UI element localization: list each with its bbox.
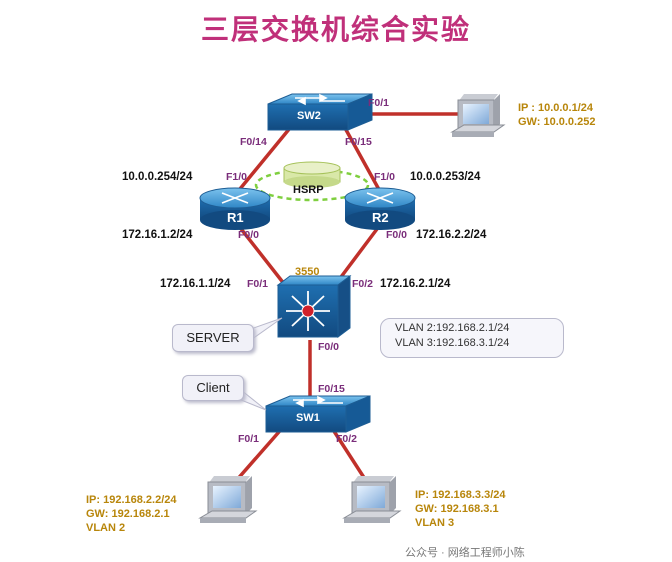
pc-top-ip: IP : 10.0.0.1/24 [518, 102, 594, 114]
device-label-r1: R1 [227, 210, 244, 225]
device-label-sw2: SW2 [297, 110, 321, 122]
pc-left-vlan: VLAN 2 [86, 522, 126, 534]
port-sw1-f02: F0/2 [336, 433, 358, 445]
port-r1-f10: F1/0 [226, 171, 248, 183]
multilayer-switch-3550-icon [276, 275, 352, 338]
port-sw1-f01: F0/1 [238, 433, 260, 445]
port-r2-f00: F0/0 [386, 229, 408, 241]
server-callout: SERVER [172, 324, 254, 352]
switch-sw2-icon [267, 93, 373, 131]
addr-core-f01: 172.16.1.1/24 [160, 278, 231, 290]
addr-r1-f10: 10.0.0.254/24 [122, 171, 193, 183]
port-r1-f00: F0/0 [238, 229, 260, 241]
addr-r1-f00: 172.16.1.2/24 [122, 229, 193, 241]
port-sw2-f015: F0/15 [345, 136, 372, 148]
addr-core-f02: 172.16.2.1/24 [380, 278, 451, 290]
port-core-f01: F0/1 [247, 278, 269, 290]
watermark: 公众号 · 网络工程师小陈 [405, 547, 525, 559]
router-r2-icon [344, 187, 416, 230]
port-sw2-f014: F0/14 [240, 136, 267, 148]
pc-left-gw: GW: 192.168.2.1 [86, 508, 170, 520]
addr-r2-f00: 172.16.2.2/24 [416, 229, 487, 241]
device-label-sw1: SW1 [296, 412, 320, 424]
vlan-info-line2: VLAN 3:192.168.3.1/24 [395, 337, 510, 349]
client-callout: Client [182, 375, 244, 401]
addr-r2-f10: 10.0.0.253/24 [410, 171, 481, 183]
port-sw1-f015: F0/15 [318, 383, 345, 395]
port-r2-f10: F1/0 [374, 171, 396, 183]
vlan-info-line1: VLAN 2:192.168.2.1/24 [395, 322, 510, 334]
pc-left-icon [198, 476, 258, 523]
pc-right-vlan: VLAN 3 [415, 517, 455, 529]
port-sw2-f01: F0/1 [368, 97, 390, 109]
link-sw2-r2 [343, 127, 384, 196]
pc-top-icon [450, 94, 506, 137]
device-label-hsrp: HSRP [293, 184, 324, 196]
link-sw2-r1 [233, 126, 292, 197]
pc-right-ip: IP: 192.168.3.3/24 [415, 489, 506, 501]
pc-left-ip: IP: 192.168.2.2/24 [86, 494, 177, 506]
link-r1-core [236, 223, 287, 287]
switch-sw1-icon [265, 395, 371, 433]
vlan-info-box: VLAN 2:192.168.2.1/24 VLAN 3:192.168.3.1… [380, 318, 564, 358]
hsrp-virtual-router-icon [283, 161, 341, 188]
pc-left-info: IP: 192.168.2.2/24 GW: 192.168.2.1 VLAN … [86, 493, 177, 535]
diagram-title: 三层交换机综合实验 [200, 13, 471, 46]
pc-top-gw: GW: 10.0.0.252 [518, 116, 596, 128]
device-label-3550: 3550 [295, 266, 320, 278]
link-r2-core [333, 223, 382, 287]
device-label-r2: R2 [372, 210, 389, 225]
pc-right-icon [342, 476, 402, 523]
pc-right-info: IP: 192.168.3.3/24 GW: 192.168.3.1 VLAN … [415, 488, 506, 530]
pc-right-gw: GW: 192.168.3.1 [415, 503, 499, 515]
port-core-f02: F0/2 [352, 278, 374, 290]
port-core-f00: F0/0 [318, 341, 340, 353]
pc-top-info: IP : 10.0.0.1/24 GW: 10.0.0.252 [518, 101, 595, 129]
router-r1-icon [199, 187, 271, 230]
